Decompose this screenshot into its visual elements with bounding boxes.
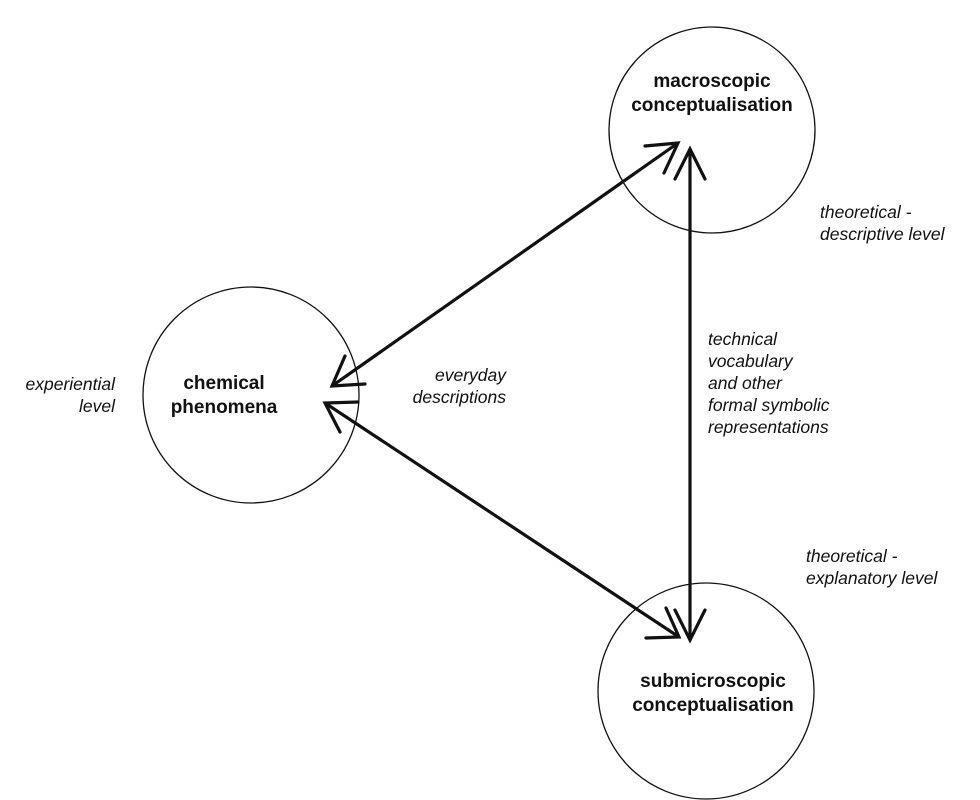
everyday-descriptions-note: everyday descriptions xyxy=(390,364,506,408)
technical-line-3: and other xyxy=(708,373,782,393)
theoretical-descriptive-line-1: theoretical - xyxy=(820,202,912,222)
technical-line-2: vocabulary xyxy=(708,351,793,371)
chemical-node-label: chemical phenomena xyxy=(154,372,294,420)
technical-line-1: technical xyxy=(708,329,778,349)
arrowhead-submicroscopic-up xyxy=(673,608,707,644)
technical-line-5: representations xyxy=(708,417,829,437)
macroscopic-node-label: macroscopic conceptualisation xyxy=(612,70,812,118)
theoretical-explanatory-line-1: theoretical - xyxy=(806,546,898,566)
everyday-line-2: descriptions xyxy=(412,387,506,407)
submicroscopic-label-line-1: submicroscopic xyxy=(640,671,786,692)
theoretical-descriptive-line-2: descriptive level xyxy=(820,224,945,244)
everyday-line-1: everyday xyxy=(434,365,506,385)
technical-line-4: formal symbolic xyxy=(708,395,830,415)
arrowhead-chemical-lower xyxy=(322,400,360,434)
arrow-chemical-submicroscopic xyxy=(324,401,680,639)
submicroscopic-node-circle xyxy=(597,582,815,800)
chemical-label-line-2: phenomena xyxy=(170,397,278,418)
experiential-note: experiential level xyxy=(2,373,116,417)
arrow-macroscopic-chemical xyxy=(331,141,679,388)
theoretical-explanatory-line-2: explanatory level xyxy=(806,568,938,588)
arrowhead-chemical-upper xyxy=(329,354,367,388)
technical-vocabulary-note: technical vocabulary and other formal sy… xyxy=(708,328,830,438)
theoretical-explanatory-note: theoretical - explanatory level xyxy=(806,545,937,589)
macroscopic-label-line-2: conceptualisation xyxy=(631,95,793,116)
chemical-node-circle xyxy=(142,286,360,504)
arrowhead-macroscopic-down xyxy=(673,145,707,181)
experiential-line-1: experiential xyxy=(25,374,116,394)
arrowhead-submicroscopic-left xyxy=(644,606,682,640)
chemical-label-line-1: chemical xyxy=(183,373,265,394)
theoretical-descriptive-note: theoretical - descriptive level xyxy=(820,201,945,245)
submicroscopic-node-label: submicroscopic conceptualisation xyxy=(613,670,813,718)
submicroscopic-label-line-2: conceptualisation xyxy=(632,695,794,716)
macroscopic-label-line-1: macroscopic xyxy=(653,71,771,92)
arrowhead-macroscopic-left xyxy=(643,141,681,175)
macroscopic-node-circle xyxy=(608,26,816,234)
experiential-line-2: level xyxy=(79,396,115,416)
